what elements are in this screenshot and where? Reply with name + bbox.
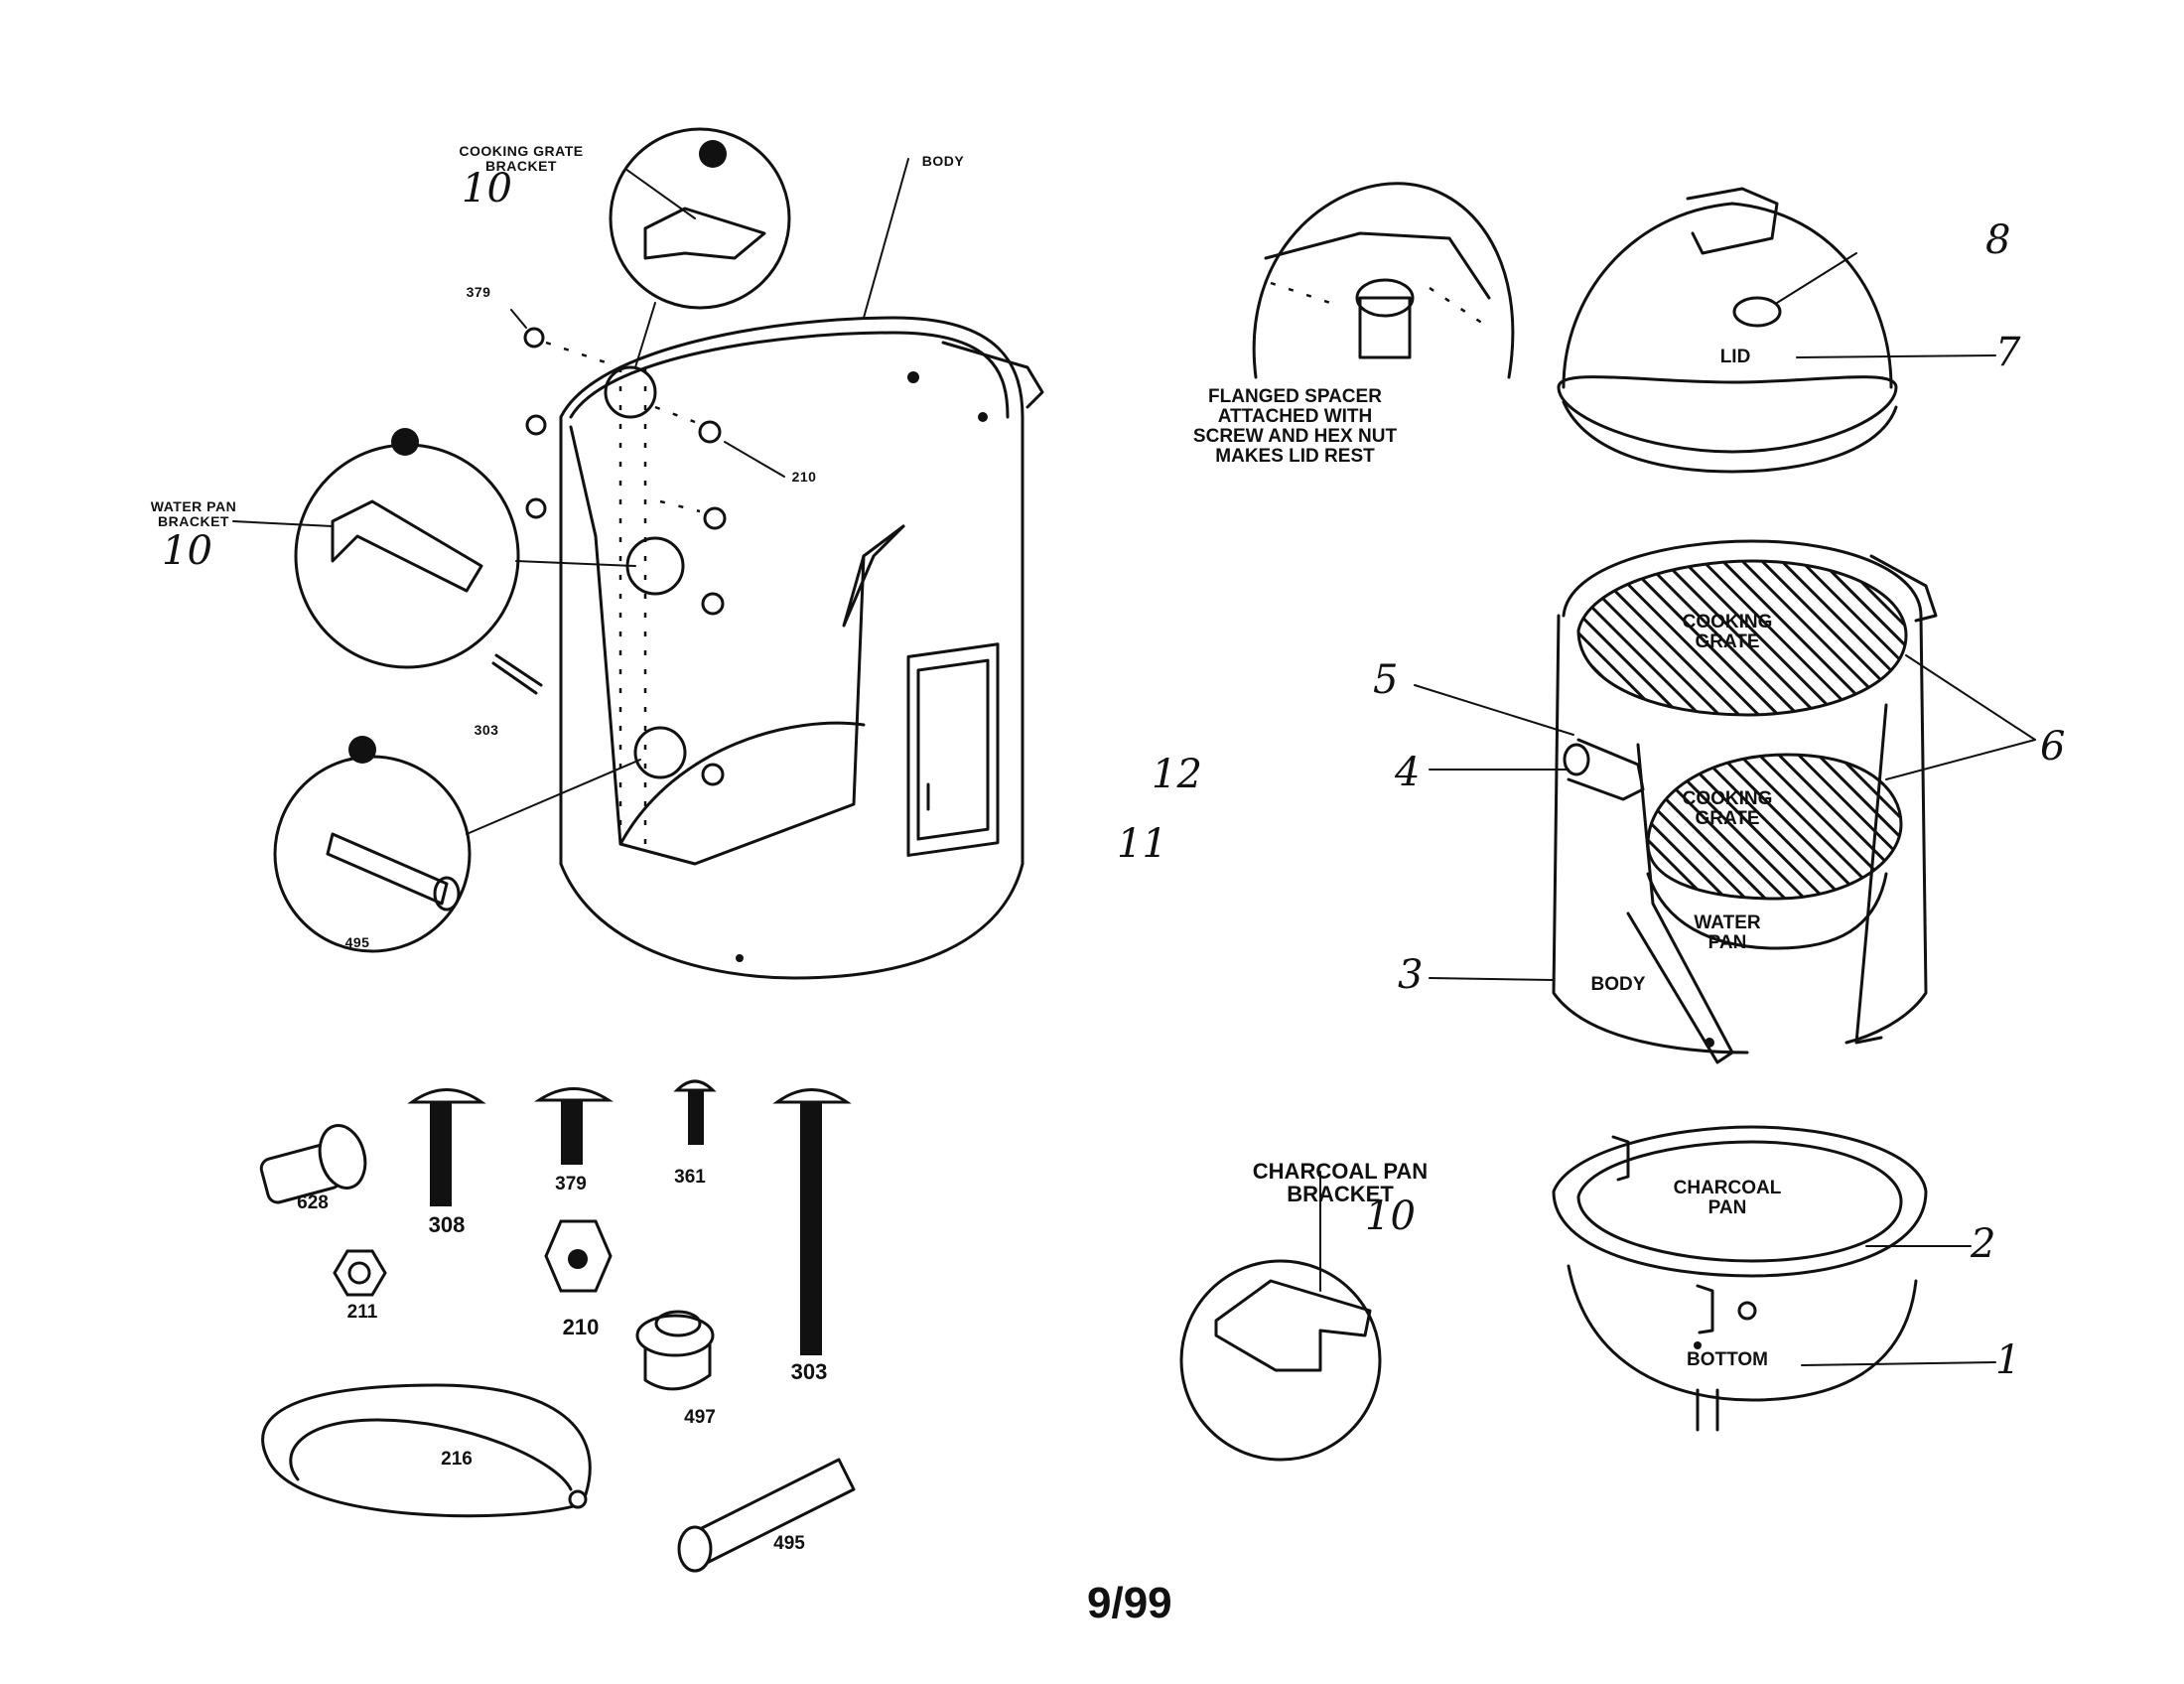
screw-379-drawing (533, 1087, 614, 1165)
part-211-label: 211 (346, 1302, 378, 1323)
part-210-label: 210 (562, 1315, 600, 1339)
charcoal-pan-bracket-callout (1179, 1171, 1382, 1462)
part-303-small: 303 (474, 722, 499, 738)
handwritten-1: 1 (1995, 1337, 2021, 1383)
page-code: 9/99 (1087, 1579, 1172, 1627)
lid-drawing (1557, 187, 1996, 474)
part-379-small: 379 (466, 284, 491, 300)
handwritten-6: 6 (2040, 724, 2066, 770)
part-303-label: 303 (790, 1359, 828, 1384)
handwritten-3: 3 (1398, 952, 1424, 998)
handwritten-12: 12 (1152, 752, 1202, 797)
charcoal-pan-bracket-label: CHARCOAL PAN BRACKET (1252, 1159, 1429, 1207)
part-216-label: 216 (441, 1449, 473, 1470)
cooking-grate-bracket-label: COOKING GRATE BRACKET (459, 143, 584, 174)
handwritten-5: 5 (1373, 657, 1399, 703)
cooking-grate-upper-label: COOKING GRATE (1682, 612, 1773, 652)
handwritten-4: 4 (1395, 750, 1421, 795)
body-assembly-drawing (1414, 539, 2036, 1064)
small-screws (523, 327, 547, 519)
water-pan-label: WATER PAN (1694, 912, 1761, 953)
handwritten-7: 7 (1995, 330, 2021, 375)
ring-216-drawing (261, 1383, 592, 1518)
cooking-grate-bracket-callout (604, 127, 791, 419)
screw-308-drawing (407, 1088, 486, 1206)
handwritten-10-water: 10 (162, 528, 212, 574)
body-exploded-view (491, 158, 1044, 980)
part-210-small: 210 (791, 469, 817, 485)
body-label-top: BODY (921, 153, 965, 169)
cooking-grate-lower-label: COOKING GRATE (1682, 788, 1773, 829)
lock-nut-210-drawing (544, 1219, 613, 1293)
pin-495-drawing (677, 1458, 856, 1573)
spacer-497-drawing (635, 1310, 715, 1391)
part-361-label: 361 (674, 1167, 706, 1188)
flanged-spacer-label: FLANGED SPACER ATTACHED WITH SCREW AND H… (1192, 386, 1398, 467)
part-628-label: 628 (297, 1193, 329, 1213)
water-pan-bracket-label: WATER PAN BRACKET (150, 498, 237, 529)
part-495-small: 495 (344, 934, 370, 950)
screw-361-drawing (673, 1079, 717, 1145)
part-308-label: 308 (428, 1212, 466, 1237)
hardware-parts (259, 1079, 856, 1573)
body-label-right: BODY (1590, 974, 1646, 995)
bottom-assembly-drawing (1552, 1125, 1996, 1432)
bottom-label: BOTTOM (1687, 1349, 1768, 1370)
handwritten-10-charcoal: 10 (1365, 1193, 1416, 1239)
lid-label: LID (1719, 347, 1751, 367)
handwritten-11: 11 (1117, 821, 1167, 867)
part-495-label: 495 (773, 1533, 805, 1554)
hex-nuts (698, 420, 727, 786)
bolt-628-drawing (259, 1124, 367, 1204)
handwritten-8: 8 (1985, 217, 2011, 263)
hex-nut-211-drawing (333, 1249, 387, 1297)
part-497-label: 497 (684, 1407, 716, 1428)
water-pan-bracket-callout (232, 428, 687, 779)
pin-495-callout (273, 736, 641, 953)
bolt-303-drawing (772, 1088, 852, 1355)
part-379-label: 379 (555, 1174, 587, 1194)
charcoal-pan-label: CHARCOAL PAN (1673, 1178, 1782, 1218)
handwritten-10-grate: 10 (462, 166, 512, 211)
handwritten-2: 2 (1971, 1221, 1996, 1267)
flanged-spacer-callout (1252, 182, 1515, 379)
